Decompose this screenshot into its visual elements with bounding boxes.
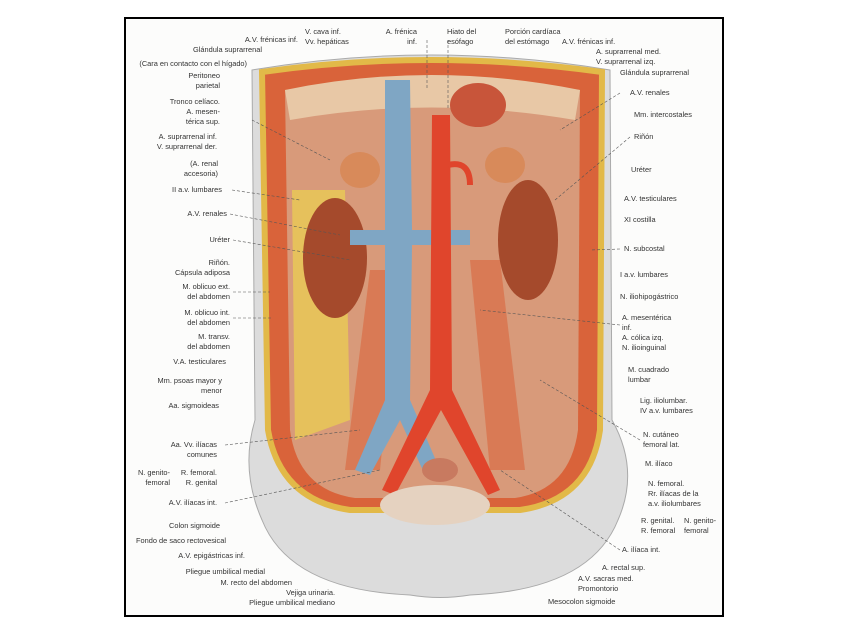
- label-right-1: Mm. intercostales: [634, 110, 692, 119]
- psoas-right: [470, 260, 525, 470]
- label-left-7: A.V. renales: [187, 209, 227, 218]
- label-left-13: V.A. testiculares: [173, 357, 226, 366]
- label-left-10: M. oblicuo ext. del abdomen: [182, 282, 230, 301]
- adrenal-left: [485, 147, 525, 183]
- label-right-16: N. genito- femoral: [684, 516, 717, 535]
- label-right-12: N. cutáneo femoral lat.: [643, 430, 680, 449]
- label-left-24: M. recto del abdomen: [220, 578, 292, 587]
- label-top-2: A. frénica inf.: [385, 27, 417, 46]
- leader-lines: [224, 40, 641, 551]
- label-top-3: Hiato del esófago: [447, 27, 477, 46]
- label-left-8: Uréter: [209, 235, 230, 244]
- label-right-19: A.V. sacras med. Promontorio: [578, 574, 634, 593]
- label-left-0: Glándula suprarrenal: [192, 45, 262, 54]
- bladder: [380, 485, 490, 525]
- label-left-25: Vejiga urinaria. Pliegue umbilical media…: [249, 588, 335, 607]
- label-right-3: Uréter: [631, 165, 652, 174]
- label-left-18: R. femoral. R. genital: [180, 468, 217, 487]
- inferior-vena-cava: [350, 80, 470, 475]
- label-right-18: A. rectal sup.: [602, 563, 646, 572]
- label-right-9: A. mesentérica inf. A. cólica izq. N. il…: [622, 313, 672, 352]
- label-left-6: II a.v. lumbares: [172, 185, 222, 194]
- label-right-2: Riñón: [634, 132, 654, 141]
- label-right-17: A. ilíaca int.: [622, 545, 661, 554]
- label-left-17: N. genito- femoral: [137, 468, 170, 487]
- label-right-11: Lig. iliolumbar. IV a.v. lumbares: [640, 396, 693, 415]
- label-left-12: M. transv. del abdomen: [187, 332, 230, 351]
- stomach: [450, 83, 506, 127]
- label-left-20: Colon sigmoide: [169, 521, 220, 530]
- kidney-left: [498, 180, 558, 300]
- label-left-21: Fondo de saco rectovesical: [136, 536, 226, 545]
- label-right-0: A.V. renales: [630, 88, 670, 97]
- label-left-19: A.V. ilíacas int.: [168, 498, 217, 507]
- label-top-6: A. suprarrenal med. V. suprarrenal izq.: [596, 47, 661, 66]
- label-left-9: Riñón. Cápsula adiposa: [174, 258, 230, 277]
- label-top-0: A.V. frénicas inf.: [244, 35, 298, 44]
- label-left-11: M. oblicuo int. del abdomen: [184, 308, 230, 327]
- aorta: [382, 115, 500, 495]
- rectum: [422, 458, 458, 482]
- label-left-5: (A. renal accesoria): [183, 159, 218, 178]
- label-right-8: N. iliohipogástrico: [620, 292, 679, 301]
- label-right-14: N. femoral. Rr. ilíacas de la a.v. iliol…: [648, 479, 701, 508]
- celiac-trunk: [447, 161, 473, 186]
- label-left-3: Tronco celíaco. A. mesen- térica sup.: [169, 97, 220, 126]
- label-right-5: XI costilla: [624, 215, 656, 224]
- label-left-23: Pliegue umbilical medial: [185, 567, 265, 576]
- label-right-13: M. ilíaco: [645, 459, 673, 468]
- label-left-4: A. suprarrenal inf. V. suprarrenal der.: [156, 132, 217, 151]
- label-right-7: I a.v. lumbares: [620, 270, 668, 279]
- label-right-20: Mesocolon sigmoide: [548, 597, 616, 606]
- label-left-1: (Cara en contacto con el hígado): [139, 59, 247, 68]
- label-left-16: Aa. Vv. ilíacas comunes: [170, 440, 217, 459]
- adrenal-right: [340, 152, 380, 188]
- label-right-4: A.V. testiculares: [624, 194, 677, 203]
- label-right-6: N. subcostal: [624, 244, 665, 253]
- label-left-2: Peritoneo parietal: [188, 71, 220, 90]
- label-top-7: Glándula suprarrenal: [620, 68, 690, 77]
- diaphragm: [285, 75, 580, 120]
- label-right-10: M. cuadrado lumbar: [628, 365, 670, 384]
- label-left-14: Mm. psoas mayor y menor: [157, 376, 222, 395]
- label-right-15: R. genital. R. femoral: [641, 516, 676, 535]
- label-top-5: A.V. frénicas inf.: [562, 37, 616, 46]
- kidney-right: [303, 198, 367, 318]
- label-top-1: V. cava inf. Vv. hepáticas: [305, 27, 349, 46]
- label-left-22: A.V. epigástricas inf.: [178, 551, 245, 560]
- label-top-4: Porción cardíaca del estómago: [505, 27, 561, 46]
- label-left-15: Aa. sigmoideas: [168, 401, 219, 410]
